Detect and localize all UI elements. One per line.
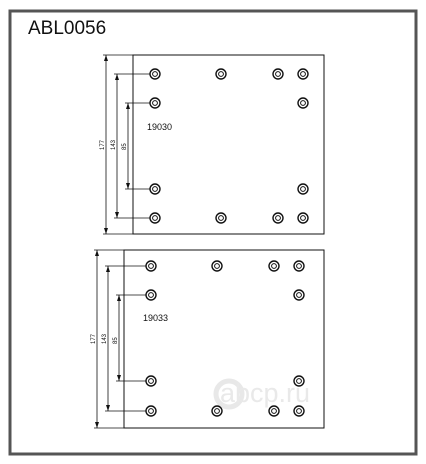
hole bbox=[293, 289, 305, 301]
plate-19030: 177 143 85 19030 bbox=[100, 54, 325, 235]
hole bbox=[297, 183, 309, 195]
hole bbox=[297, 212, 309, 224]
dimension-label-177: 177 bbox=[100, 139, 106, 150]
hole bbox=[215, 68, 227, 80]
frame-border bbox=[8, 9, 418, 456]
hole bbox=[149, 212, 161, 224]
extension-lines bbox=[103, 54, 150, 235]
hole bbox=[145, 405, 157, 417]
hole bbox=[149, 183, 161, 195]
drawing-title: ABL0056 bbox=[26, 18, 109, 40]
watermark-ring bbox=[213, 378, 245, 410]
dimension-label-143: 143 bbox=[102, 333, 108, 344]
hole bbox=[268, 260, 280, 272]
hole bbox=[293, 375, 305, 387]
part-number-label: 19030 bbox=[147, 122, 172, 132]
dimension-label-143: 143 bbox=[111, 139, 117, 150]
hole bbox=[211, 405, 223, 417]
extension-lines bbox=[94, 249, 146, 429]
plate-outline bbox=[123, 249, 325, 429]
hole bbox=[268, 405, 280, 417]
plate-outline bbox=[132, 54, 325, 235]
hole bbox=[297, 68, 309, 80]
hole bbox=[215, 212, 227, 224]
hole bbox=[297, 97, 309, 109]
hole bbox=[211, 260, 223, 272]
hole bbox=[149, 97, 161, 109]
dimension-label-85: 85 bbox=[122, 143, 128, 150]
dimension-label-177: 177 bbox=[91, 333, 97, 344]
hole bbox=[145, 375, 157, 387]
hole bbox=[272, 68, 284, 80]
part-number-label: 19033 bbox=[143, 313, 168, 323]
dimension-arrows bbox=[104, 55, 130, 234]
plate-19033: 177 143 85 19033 bbox=[91, 249, 325, 429]
watermark-logo: abcp.ru bbox=[213, 378, 310, 410]
dimension-lines bbox=[96, 250, 120, 428]
dimension-lines bbox=[105, 55, 129, 234]
hole bbox=[272, 212, 284, 224]
hole bbox=[145, 289, 157, 301]
hole bbox=[293, 405, 305, 417]
hole bbox=[293, 260, 305, 272]
dimension-arrows bbox=[95, 250, 121, 428]
hole bbox=[145, 260, 157, 272]
dimension-label-85: 85 bbox=[113, 337, 119, 344]
hole bbox=[149, 68, 161, 80]
